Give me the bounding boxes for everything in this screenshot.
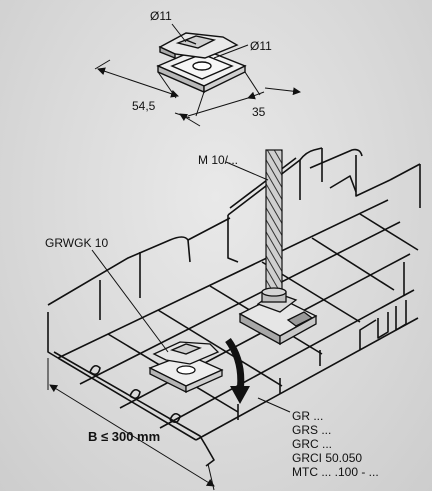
tray-type-item: GRCI 50.050 — [292, 451, 363, 465]
tray-type-item: MTC ... .100 - ... — [292, 465, 379, 479]
loose-clamp — [148, 341, 224, 394]
cable-tray — [47, 147, 421, 467]
mounted-clamp — [238, 287, 318, 346]
dimension-lines — [94, 23, 301, 127]
tray-width-label: B ≤ 300 mm — [88, 429, 161, 444]
tray-type-item: GR ... — [292, 409, 324, 423]
width-dimension-label: 54,5 — [132, 99, 156, 113]
tray-type-list: GR ... GRS ... GRC ... GRCI 50.050 MTC .… — [292, 409, 379, 479]
diameter-right-label: Ø11 — [250, 39, 272, 53]
tray-type-item: GRS ... — [292, 423, 332, 437]
rod-label: M 10/... — [198, 153, 239, 167]
tray-type-item: GRC ... — [292, 437, 333, 451]
depth-dimension-label: 35 — [252, 105, 266, 119]
clamp-label: GRWGK 10 — [45, 236, 109, 250]
clamp-detail — [156, 32, 247, 94]
diameter-top-label: Ø11 — [150, 9, 172, 23]
rotation-arrow — [225, 337, 250, 404]
label-leaders — [47, 161, 291, 491]
threaded-rod — [265, 149, 283, 301]
